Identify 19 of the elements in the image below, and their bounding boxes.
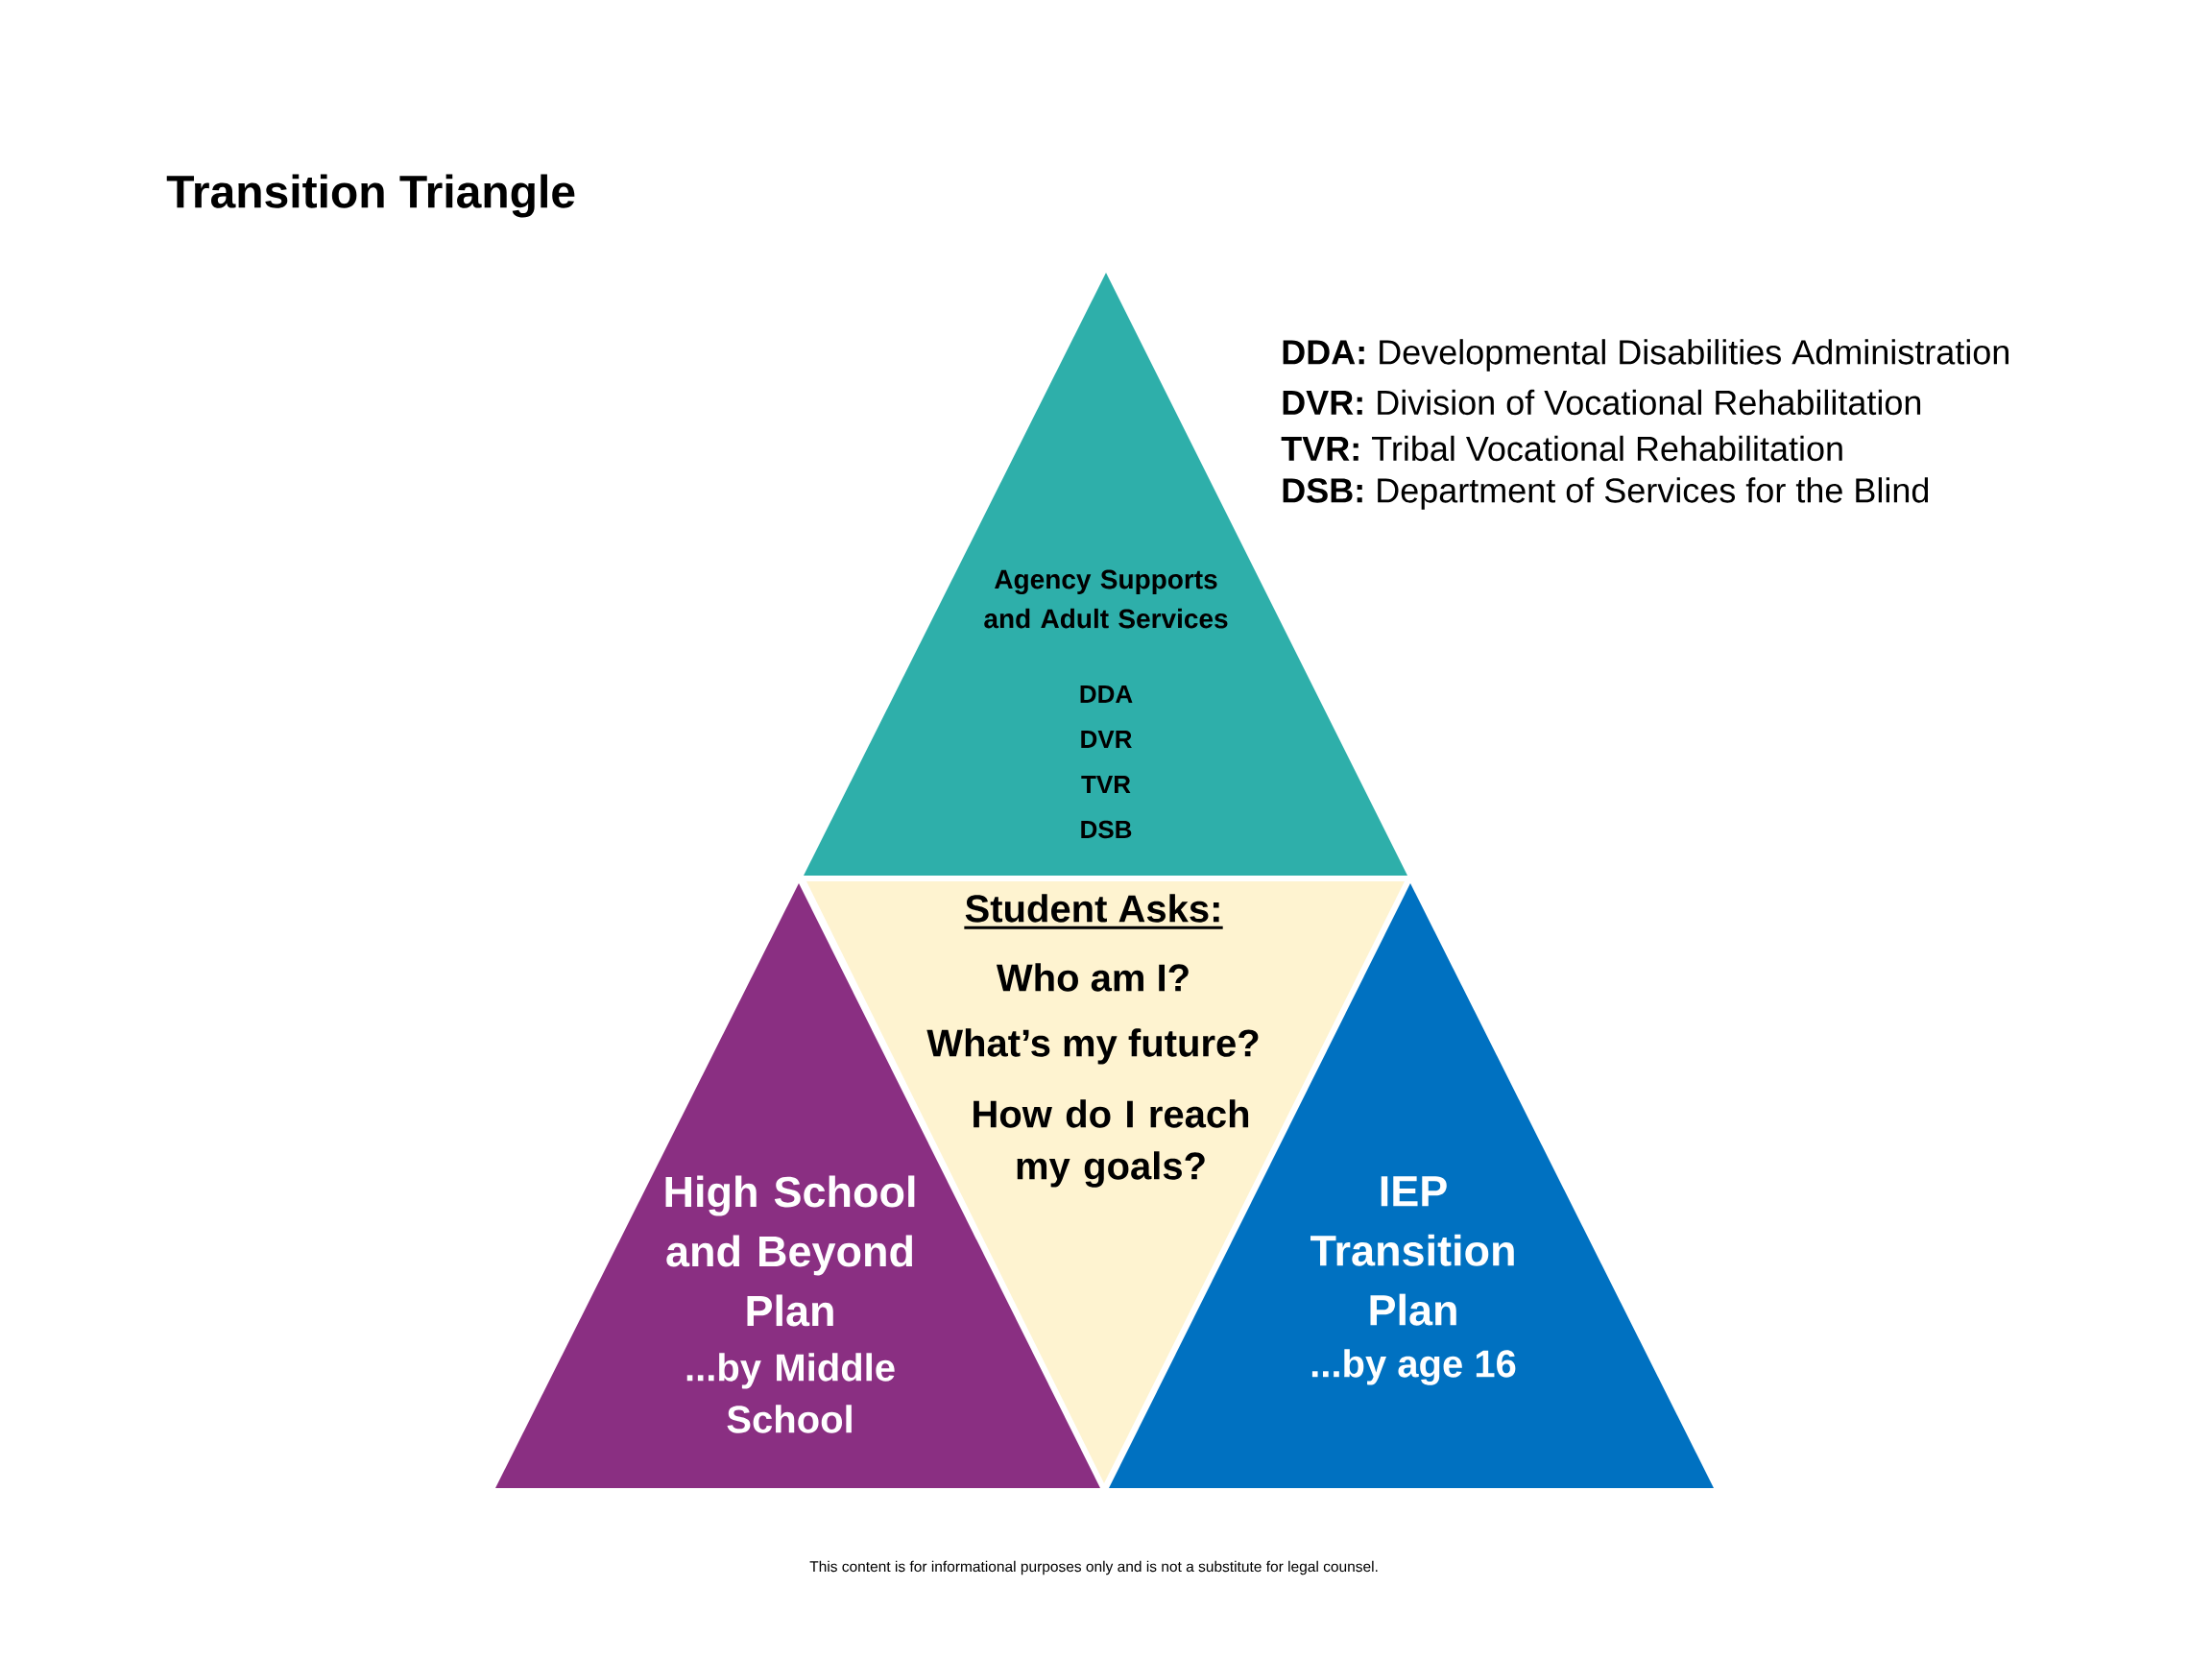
timing-note: ...by Middle School [686,1353,895,1433]
acronym: DVR [1081,731,1132,748]
question: Who am I? [996,963,1189,992]
heading: Agency Supports and Adult Services [984,569,1228,629]
heading: IEP Transition Plan [1310,1176,1514,1326]
definition: DSB: Department of Services for the Blind [1283,477,1929,510]
definition: DVR: Division of Vocational Rehabilitation [1283,389,1921,416]
acronym: DSB [1081,820,1132,839]
acronym: TVR [1081,776,1131,793]
definition: TVR: Tribal Vocational Rehabilitation [1281,435,1842,462]
acronym: DDA [1080,685,1133,703]
question: What’s my future? [926,1028,1259,1065]
question: How do I reach my goals? [974,1099,1249,1188]
heading: High School and Beyond Plan [665,1175,915,1327]
disclaimer: This content is for informational purposes only and is not a substitute for legal counsel. [809,1560,1378,1575]
definition: DDA: Developmental Disabilities Administration [1283,339,2008,372]
title: Transition Triangle [166,174,575,218]
timing-note: ...by age 16 [1311,1349,1516,1385]
heading: Student Asks: [964,894,1223,929]
